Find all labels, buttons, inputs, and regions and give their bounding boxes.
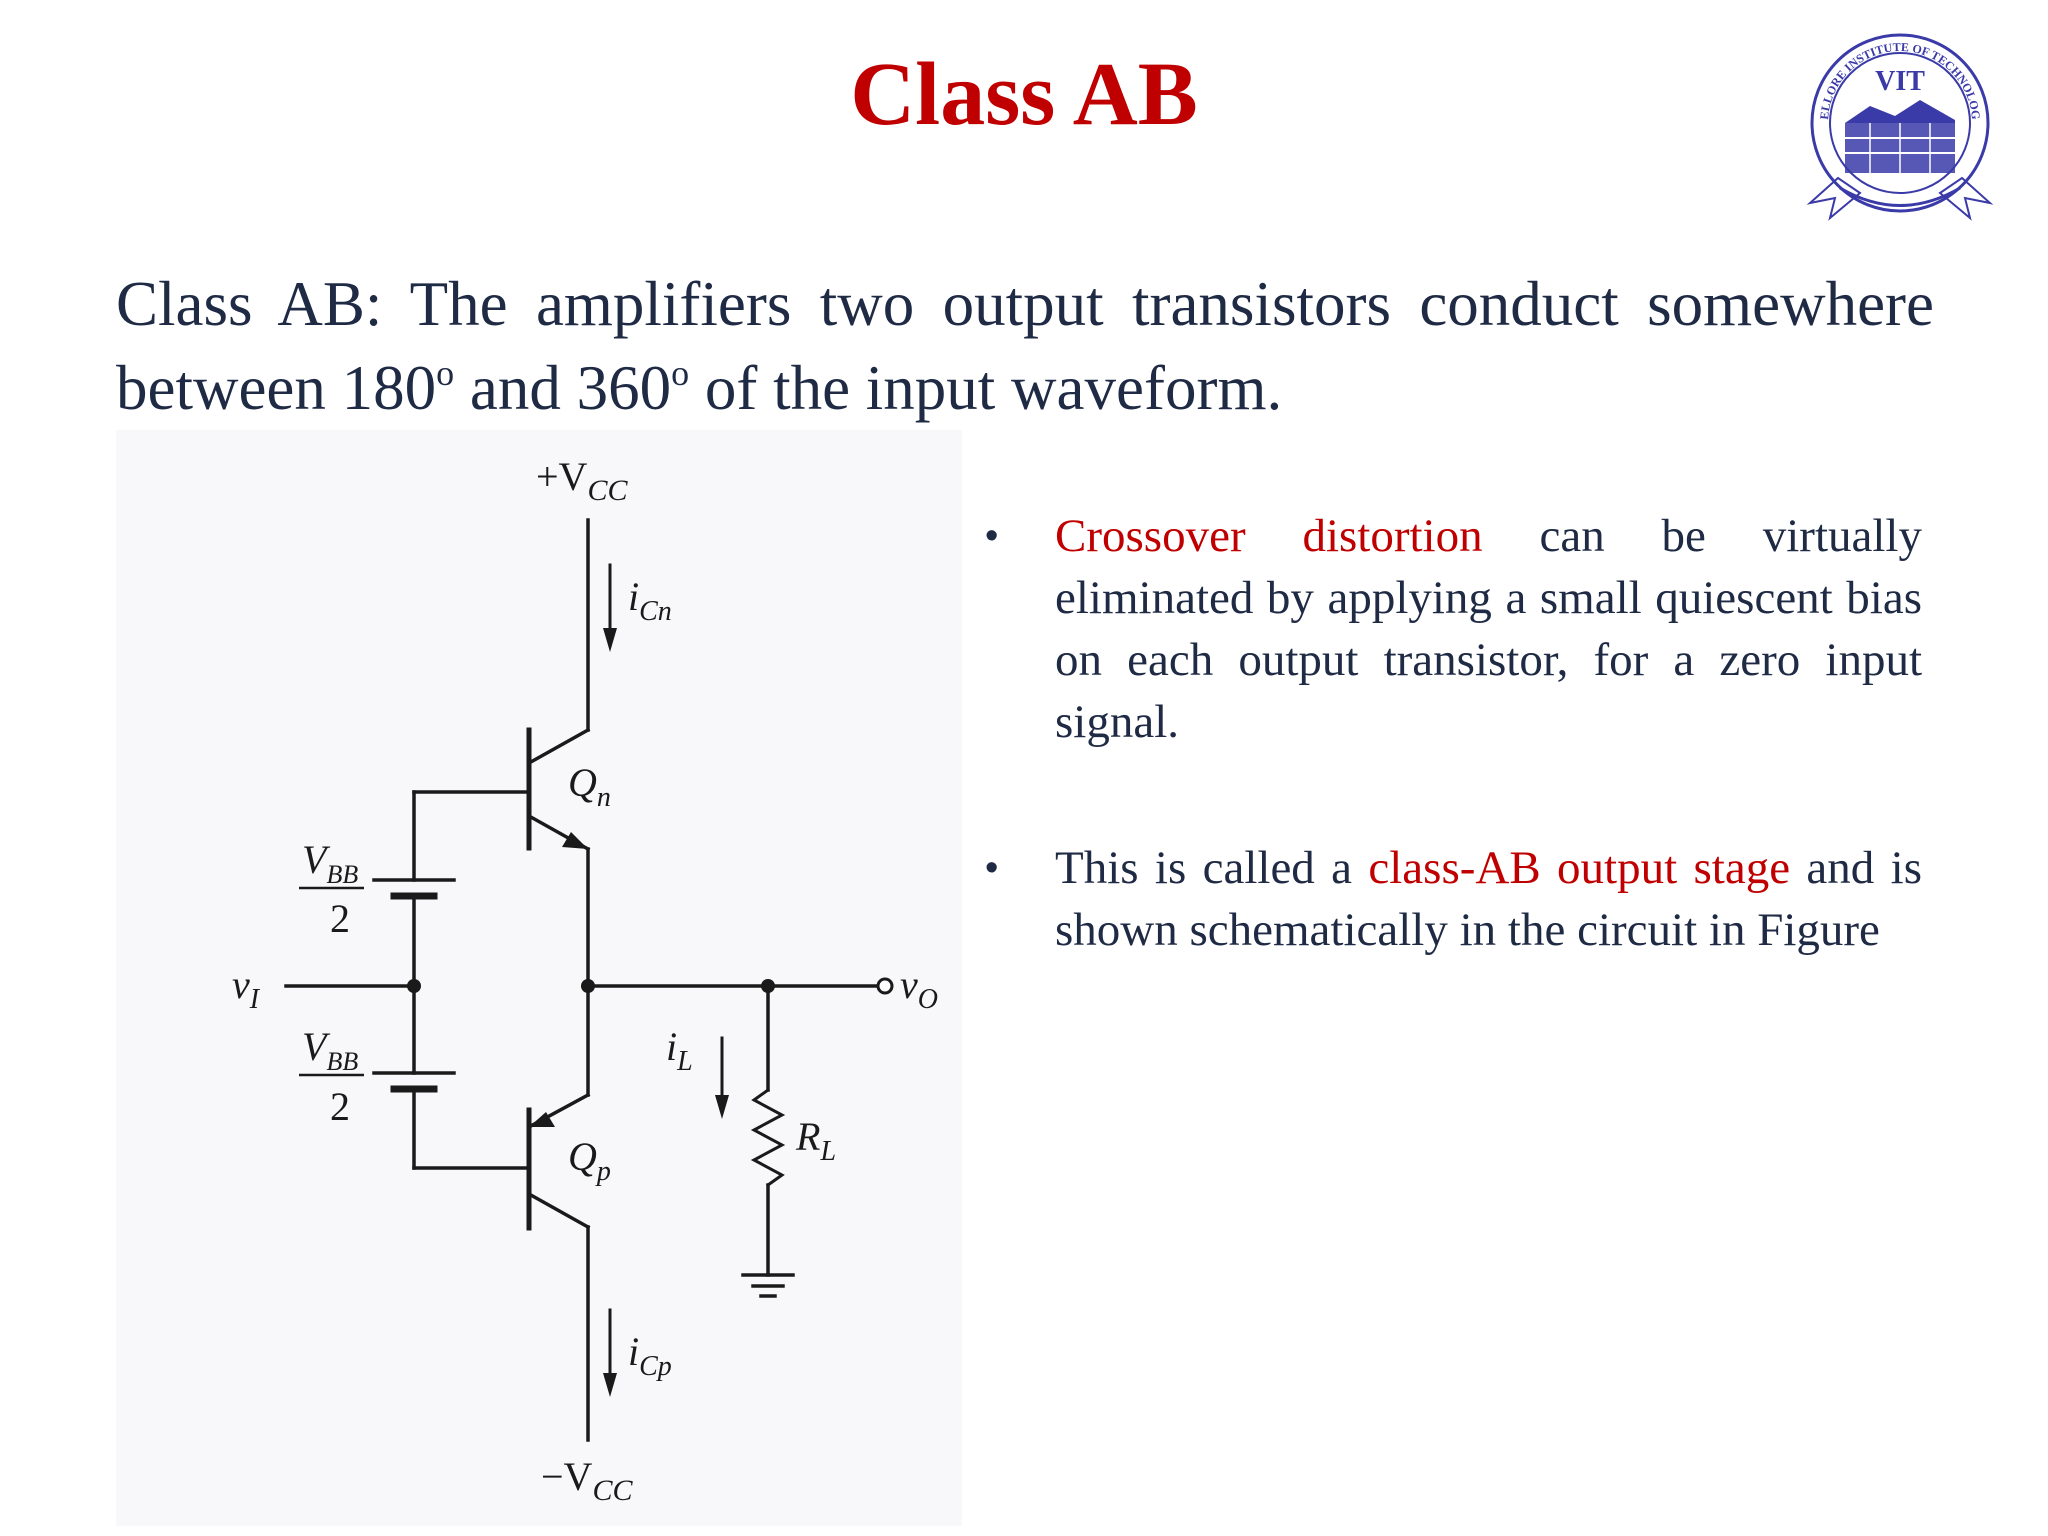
bullet-post-class-ab: and is shown schematically in the circui…: [1055, 842, 1922, 956]
vit-logo-text: VIT: [1875, 66, 1925, 97]
label-vbb-upper: VBB: [302, 837, 358, 889]
qp-emitter-arrow: [529, 1112, 555, 1127]
label-v-in: vI: [232, 962, 261, 1015]
qp-collector: [526, 1191, 591, 1230]
rl-zigzag: [750, 1087, 786, 1188]
label-r-l: RL: [795, 1114, 836, 1167]
i-l-arrow-head: [715, 1095, 729, 1119]
label-i-l: iL: [666, 1024, 693, 1077]
intro-part1: Class AB: The amplifiers two output tran…: [116, 269, 1934, 423]
vit-logo: VIT VELLORE INSTITUTE OF TECHNOLOGY: [1796, 17, 2000, 228]
label-q-n: Qn: [568, 760, 611, 813]
i-cn-arrow-head: [603, 628, 617, 652]
output-junction-dot: [581, 979, 595, 993]
intro-part2: and 360: [454, 353, 672, 423]
qn-collector: [526, 727, 591, 766]
circuit-diagram: +VCC iCn Qn VBB 2 vI vO VBB 2 iL RL Qp i…: [232, 454, 938, 1507]
label-vbb-lower: VBB: [302, 1024, 358, 1076]
degree-mark-1: o: [436, 353, 455, 393]
label-q-p: Qp: [568, 1134, 611, 1187]
label-i-cn: iCn: [628, 574, 672, 627]
label-vbb-lower-denominator: 2: [330, 1084, 350, 1129]
label-v-out: vO: [900, 962, 938, 1015]
degree-mark-2: o: [671, 353, 690, 393]
qn-emitter-arrow: [562, 832, 588, 849]
intro-paragraph: Class AB: The amplifiers two output tran…: [116, 262, 1934, 430]
bullet-item-class-ab: •This is called a class-AB output stage …: [985, 837, 1922, 961]
bullet-highlight-class-ab: class-AB output stage: [1368, 842, 1791, 894]
bullet-text-crossover: can be virtually eliminated by applying …: [1055, 510, 1922, 748]
class-ab-circuit-figure: +VCC iCn Qn VBB 2 vI vO VBB 2 iL RL Qp i…: [116, 430, 962, 1526]
intro-part3: of the input waveform.: [689, 353, 1283, 423]
label-i-cp: iCp: [628, 1329, 672, 1382]
label-vcc-bottom: −VCC: [541, 1454, 633, 1507]
load-junction-dot: [761, 979, 775, 993]
input-junction-dot: [407, 979, 421, 993]
i-cp-arrow-head: [603, 1373, 617, 1397]
slide-title: Class AB: [850, 45, 1198, 144]
bullet-highlight-crossover: Crossover distortion: [1055, 510, 1483, 562]
vit-logo-emblem: VIT VELLORE INSTITUTE OF TECHNOLOGY: [1796, 17, 1994, 221]
bullet-list: • Crossover distortion can be virtually e…: [985, 505, 1922, 1045]
bullet-marker: •: [985, 847, 999, 889]
label-vbb-upper-denominator: 2: [330, 896, 350, 941]
label-vcc-top: +VCC: [536, 454, 628, 507]
bullet-pre-class-ab: This is called a: [1055, 842, 1369, 894]
bullet-item-crossover: • Crossover distortion can be virtually e…: [985, 505, 1922, 753]
bullet-marker: •: [985, 515, 999, 557]
output-terminal: [876, 977, 894, 995]
